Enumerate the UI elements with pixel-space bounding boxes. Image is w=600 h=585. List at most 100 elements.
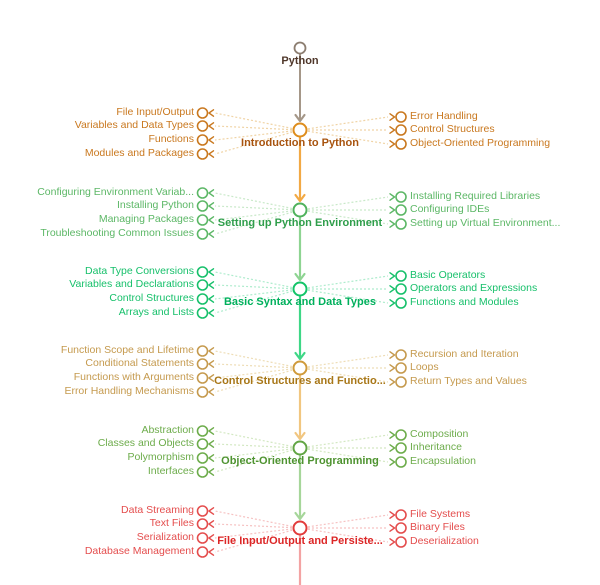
topic-node-circle[interactable]: [196, 358, 209, 370]
topic-label-left[interactable]: Control Structures: [109, 292, 194, 304]
topic-node-circle[interactable]: [196, 438, 209, 450]
topic-label-left[interactable]: Polymorphism: [127, 451, 194, 463]
topic-label-left[interactable]: File Input/Output: [116, 106, 194, 118]
root-node-circle[interactable]: [293, 41, 307, 55]
topic-node-circle[interactable]: [196, 386, 209, 398]
topic-node-circle[interactable]: [196, 228, 209, 240]
topic-label-left[interactable]: Interfaces: [147, 465, 194, 477]
topic-node-circle[interactable]: [395, 456, 407, 468]
topic-label-left[interactable]: Data Type Conversions: [85, 265, 194, 277]
topic-label-right[interactable]: Deserialization: [410, 535, 479, 547]
arrow-left-icon: [208, 347, 215, 355]
topic-label-left[interactable]: Variables and Declarations: [69, 278, 194, 290]
topic-node-circle[interactable]: [395, 283, 407, 295]
topic-node-circle[interactable]: [196, 134, 209, 146]
topic-label-right[interactable]: Return Types and Values: [410, 375, 527, 387]
topic-node-circle[interactable]: [395, 349, 407, 361]
topic-node-circle[interactable]: [395, 124, 407, 136]
topic-label-right[interactable]: Error Handling: [410, 110, 478, 122]
topic-node-circle[interactable]: [196, 214, 209, 226]
topic-label-right[interactable]: Binary Files: [410, 521, 465, 533]
topic-label-left[interactable]: Serialization: [136, 531, 194, 543]
topic-label-right[interactable]: Basic Operators: [410, 269, 486, 281]
topic-label-left[interactable]: Error Handling Mechanisms: [64, 385, 194, 397]
topic-node-circle[interactable]: [196, 505, 209, 517]
topic-label-left[interactable]: Data Streaming: [121, 504, 194, 516]
topic-label-right[interactable]: Control Structures: [410, 123, 495, 135]
topic-node-circle[interactable]: [196, 518, 209, 530]
topic-label-right[interactable]: Loops: [410, 361, 439, 373]
topic-label-left[interactable]: Functions: [148, 133, 194, 145]
topic-node-circle[interactable]: [196, 279, 209, 291]
root-label[interactable]: Python: [281, 55, 319, 67]
level-node-circle[interactable]: [292, 360, 308, 376]
topic-label-left[interactable]: Functions with Arguments: [73, 371, 194, 383]
level-label[interactable]: Setting up Python Environment: [217, 217, 383, 229]
level-label[interactable]: Basic Syntax and Data Types: [223, 296, 377, 308]
topic-label-left[interactable]: Variables and Data Types: [74, 119, 194, 131]
topic-node-circle[interactable]: [196, 532, 209, 544]
topic-label-left[interactable]: Arrays and Lists: [118, 306, 194, 318]
topic-node-circle[interactable]: [196, 425, 209, 437]
topic-node-circle[interactable]: [196, 372, 209, 384]
topic-label-left[interactable]: Modules and Packages: [84, 147, 194, 159]
topic-label-right[interactable]: Setting up Virtual Environment...: [410, 217, 561, 229]
topic-label-left[interactable]: Conditional Statements: [85, 357, 194, 369]
topic-node-circle[interactable]: [196, 452, 209, 464]
topic-node-circle[interactable]: [395, 429, 407, 441]
topic-label-right[interactable]: Inheritance: [410, 441, 462, 453]
topic-node-circle[interactable]: [395, 270, 407, 282]
topic-label-right[interactable]: File Systems: [410, 508, 471, 520]
topic-label-right[interactable]: Object-Oriented Programming: [410, 137, 551, 149]
topic-label-right[interactable]: Composition: [410, 428, 469, 440]
topic-node-circle[interactable]: [395, 111, 407, 123]
level-node-circle[interactable]: [292, 520, 308, 536]
topic-node-circle[interactable]: [395, 536, 407, 548]
topic-label-right[interactable]: Functions and Modules: [410, 296, 519, 308]
topic-label-left[interactable]: Installing Python: [116, 199, 194, 211]
topic-node-circle[interactable]: [196, 293, 209, 305]
topic-node-circle[interactable]: [395, 522, 407, 534]
topic-label-right[interactable]: Installing Required Libraries: [410, 190, 541, 202]
topic-label-left[interactable]: Troubleshooting Common Issues: [40, 227, 194, 239]
topic-label-left[interactable]: Abstraction: [141, 424, 194, 436]
topic-node-circle[interactable]: [196, 200, 209, 212]
topic-label-right[interactable]: Configuring IDEs: [410, 203, 490, 215]
branch-line: [299, 514, 389, 529]
topic-label-left[interactable]: Database Management: [84, 545, 194, 557]
topic-node-circle[interactable]: [196, 345, 209, 357]
topic-node-circle[interactable]: [395, 138, 407, 150]
topic-node-circle[interactable]: [196, 148, 209, 160]
topic-label-left[interactable]: Function Scope and Lifetime: [60, 344, 194, 356]
topic-node-circle[interactable]: [196, 187, 209, 199]
topic-node-circle[interactable]: [395, 204, 407, 216]
topic-label-left[interactable]: Classes and Objects: [97, 437, 194, 449]
topic-node-circle[interactable]: [196, 307, 209, 319]
level-label[interactable]: Introduction to Python: [241, 137, 359, 149]
topic-label-left[interactable]: Configuring Environment Variab...: [37, 186, 194, 198]
level-label[interactable]: Control Structures and Functio...: [214, 375, 386, 387]
topic-node-circle[interactable]: [196, 466, 209, 478]
topic-label-right[interactable]: Operators and Expressions: [410, 282, 538, 294]
topic-node-circle[interactable]: [196, 546, 209, 558]
level-node-circle[interactable]: [292, 122, 308, 138]
level-node-circle[interactable]: [292, 202, 308, 218]
topic-node-circle[interactable]: [395, 362, 407, 374]
topic-node-circle[interactable]: [196, 266, 209, 278]
topic-label-right[interactable]: Recursion and Iteration: [410, 348, 519, 360]
level-label[interactable]: Object-Oriented Programming: [221, 455, 379, 467]
topic-label-left[interactable]: Text Files: [149, 517, 194, 529]
topic-label-right[interactable]: Encapsulation: [410, 455, 476, 467]
topic-node-circle[interactable]: [395, 297, 407, 309]
topic-node-circle[interactable]: [395, 509, 407, 521]
topic-node-circle[interactable]: [196, 120, 209, 132]
topic-node-circle[interactable]: [395, 376, 407, 388]
level-node-circle[interactable]: [292, 440, 308, 456]
topic-node-circle[interactable]: [395, 218, 407, 230]
topic-node-circle[interactable]: [196, 107, 209, 119]
topic-node-circle[interactable]: [395, 191, 407, 203]
level-node-circle[interactable]: [292, 281, 308, 297]
level-label[interactable]: File Input/Output and Persiste...: [217, 535, 383, 547]
topic-node-circle[interactable]: [395, 442, 407, 454]
topic-label-left[interactable]: Managing Packages: [98, 213, 194, 225]
